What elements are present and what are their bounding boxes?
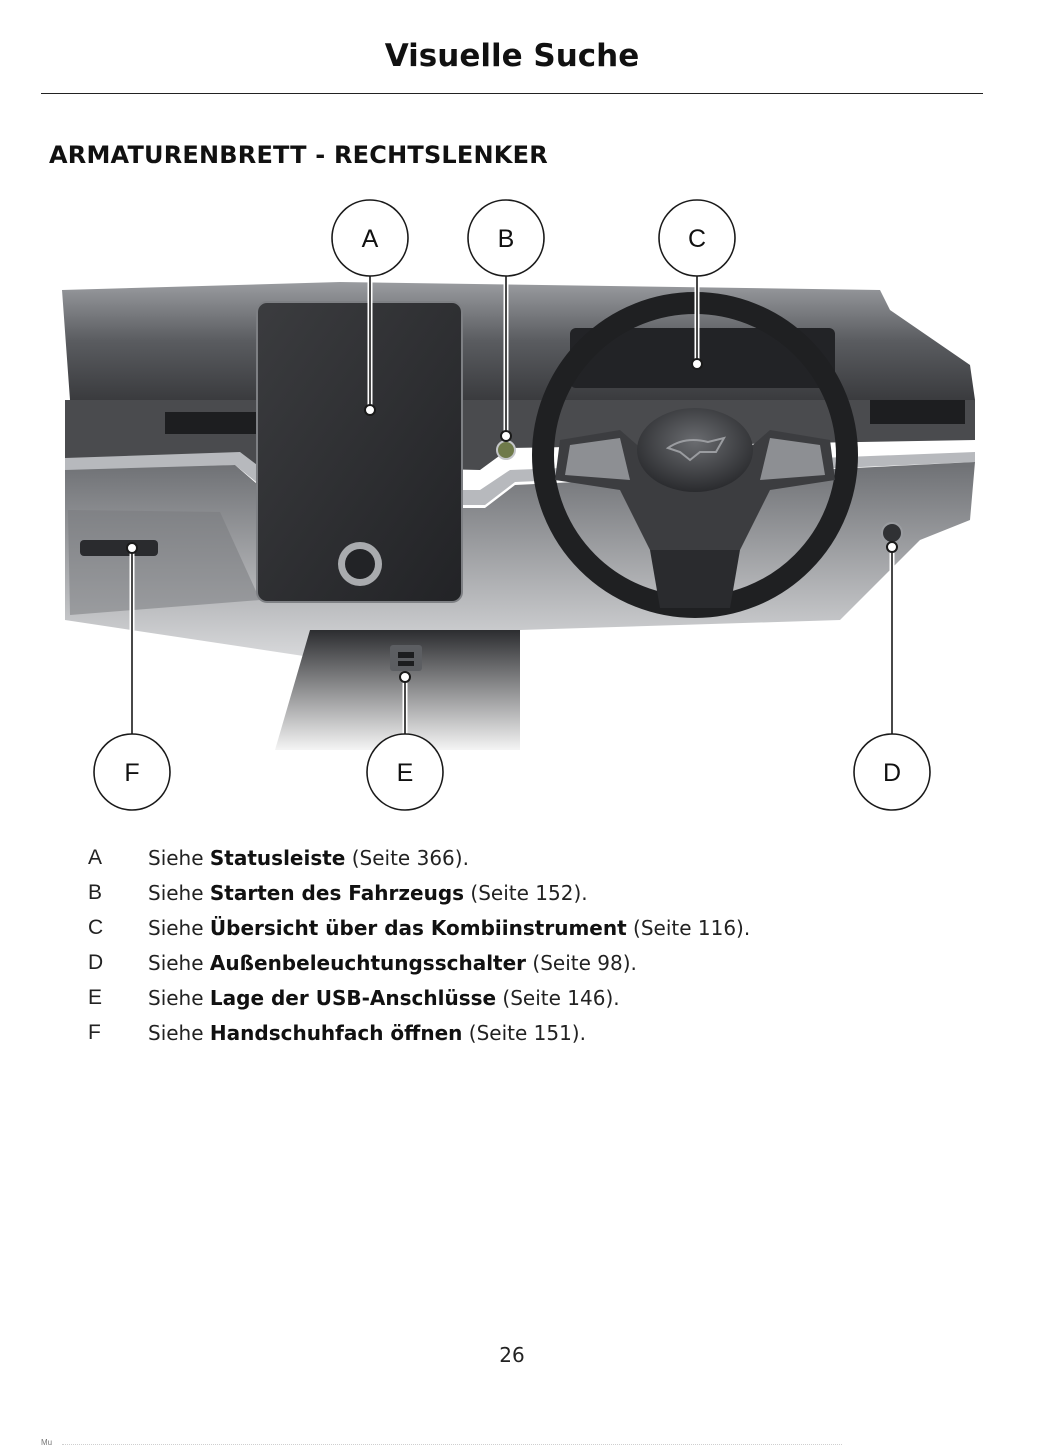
touchscreen bbox=[256, 301, 463, 603]
legend-letter: F bbox=[88, 1021, 101, 1044]
header-divider bbox=[41, 93, 983, 94]
callout-b: B bbox=[467, 199, 545, 277]
callout-b-label: B bbox=[498, 225, 515, 253]
legend-item[interactable]: D Siehe Außenbeleuchtungsschalter (Seite… bbox=[0, 951, 1000, 983]
callout-c: C bbox=[658, 199, 736, 277]
legend-link[interactable]: Starten des Fahrzeugs bbox=[209, 881, 465, 905]
dashboard-illustration: A B C D E F bbox=[40, 190, 990, 820]
callout-anchor-dots bbox=[126, 358, 898, 683]
callout-e-label: E bbox=[397, 759, 414, 787]
legend-text: Siehe Außenbeleuchtungsschalter (Seite 9… bbox=[148, 951, 637, 975]
legend-page-ref: (Seite 116). bbox=[626, 916, 751, 940]
legend-letter: B bbox=[88, 881, 103, 904]
footer-mark: Mu bbox=[41, 1438, 53, 1447]
legend-text: Siehe Handschuhfach öffnen (Seite 151). bbox=[148, 1021, 586, 1045]
legend-link[interactable]: Statusleiste bbox=[209, 846, 346, 870]
legend-link[interactable]: Handschuhfach öffnen bbox=[209, 1021, 463, 1045]
legend-link[interactable]: Außenbeleuchtungsschalter bbox=[209, 951, 527, 975]
legend-item[interactable]: E Siehe Lage der USB-Anschlüsse (Seite 1… bbox=[0, 986, 1000, 1018]
section-heading: ARMATURENBRETT - RECHTSLENKER bbox=[49, 141, 548, 169]
callout-c-label: C bbox=[688, 225, 706, 253]
legend-text: Siehe Übersicht über das Kombiinstrument… bbox=[148, 916, 750, 940]
legend-letter: D bbox=[88, 951, 104, 974]
callout-d-label: D bbox=[883, 759, 901, 787]
lights-switch bbox=[881, 522, 903, 544]
legend-item[interactable]: C Siehe Übersicht über das Kombiinstrume… bbox=[0, 916, 1000, 948]
page-number: 26 bbox=[499, 1343, 525, 1367]
legend-page-ref: (Seite 146). bbox=[496, 986, 620, 1010]
legend-prefix: Siehe bbox=[148, 916, 210, 940]
legend-item[interactable]: F Siehe Handschuhfach öffnen (Seite 151)… bbox=[0, 1021, 1000, 1053]
legend-link[interactable]: Übersicht über das Kombiinstrument bbox=[209, 916, 627, 940]
page-title: Visuelle Suche bbox=[384, 38, 640, 74]
callout-f: F bbox=[93, 733, 171, 811]
legend-page-ref: (Seite 151). bbox=[462, 1021, 586, 1045]
instrument-cluster bbox=[570, 328, 835, 388]
legend-text: Siehe Lage der USB-Anschlüsse (Seite 146… bbox=[148, 986, 620, 1010]
legend-prefix: Siehe bbox=[148, 881, 210, 905]
glovebox-handle bbox=[80, 540, 158, 556]
right-vent bbox=[870, 400, 965, 424]
callout-leaders-inner bbox=[131, 276, 893, 735]
legend-page-ref: (Seite 98). bbox=[526, 951, 637, 975]
legend-prefix: Siehe bbox=[148, 1021, 210, 1045]
callout-a-label: A bbox=[362, 225, 379, 253]
legend-prefix: Siehe bbox=[148, 986, 210, 1010]
dashboard-svg: A B C D E F bbox=[62, 199, 975, 811]
callout-f-label: F bbox=[124, 759, 139, 787]
legend-item[interactable]: B Siehe Starten des Fahrzeugs (Seite 152… bbox=[0, 881, 1000, 913]
callout-e: E bbox=[366, 733, 444, 811]
callout-d: D bbox=[853, 733, 931, 811]
steering-hub bbox=[637, 408, 753, 492]
legend-prefix: Siehe bbox=[148, 951, 210, 975]
legend-link[interactable]: Lage der USB-Anschlüsse bbox=[209, 986, 497, 1010]
start-button bbox=[496, 440, 516, 460]
legend-text: Siehe Statusleiste (Seite 366). bbox=[148, 846, 469, 870]
legend-prefix: Siehe bbox=[148, 846, 210, 870]
legend-text: Siehe Starten des Fahrzeugs (Seite 152). bbox=[148, 881, 588, 905]
legend-page-ref: (Seite 366). bbox=[345, 846, 469, 870]
glovebox bbox=[68, 510, 260, 615]
callout-a: A bbox=[331, 199, 409, 277]
legend-item[interactable]: A Siehe Statusleiste (Seite 366). bbox=[0, 846, 1000, 878]
legend-letter: E bbox=[88, 986, 103, 1009]
legend-letter: A bbox=[88, 846, 103, 869]
legend-letter: C bbox=[88, 916, 104, 939]
footer-divider bbox=[62, 1444, 842, 1445]
pony-logo bbox=[665, 436, 727, 462]
left-vent bbox=[165, 412, 260, 434]
center-console bbox=[275, 630, 520, 750]
legend-page-ref: (Seite 152). bbox=[464, 881, 588, 905]
